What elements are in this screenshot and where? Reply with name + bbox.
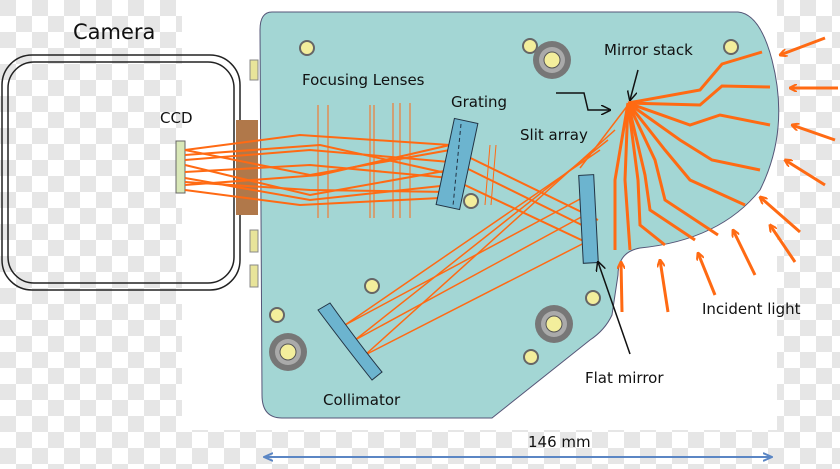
mirror-stack-pointer <box>630 69 639 100</box>
mirror-stack-fibers <box>613 50 771 251</box>
label-mirror-stack: Mirror stack <box>604 41 693 59</box>
label-incident-light: Incident light <box>702 300 801 318</box>
incident-light-arrows <box>621 36 838 313</box>
flat-mirror <box>578 174 599 264</box>
optical-bench-plate <box>259 11 780 419</box>
beams-collimator-path <box>344 104 629 356</box>
label-collimator: Collimator <box>323 391 401 409</box>
slit-array-pointer <box>556 92 610 110</box>
collimator <box>317 302 383 381</box>
lens-mount <box>236 120 258 215</box>
label-flat-mirror: Flat mirror <box>585 369 664 387</box>
camera <box>1 54 259 291</box>
label-grating: Grating <box>451 93 507 111</box>
label-camera: Camera <box>73 20 155 44</box>
label-focusing-lenses: Focusing Lenses <box>302 71 425 89</box>
flat-mirror-pointer <box>598 262 631 355</box>
screws <box>269 38 739 371</box>
beams-to-ccd <box>184 133 599 246</box>
ccd-sensor <box>175 140 186 194</box>
pointer-arrows <box>556 69 639 355</box>
label-slit-array: Slit array <box>520 126 588 144</box>
label-ccd: CCD <box>160 109 193 127</box>
label-scale: 146 mm <box>528 433 591 451</box>
grating <box>435 117 479 211</box>
